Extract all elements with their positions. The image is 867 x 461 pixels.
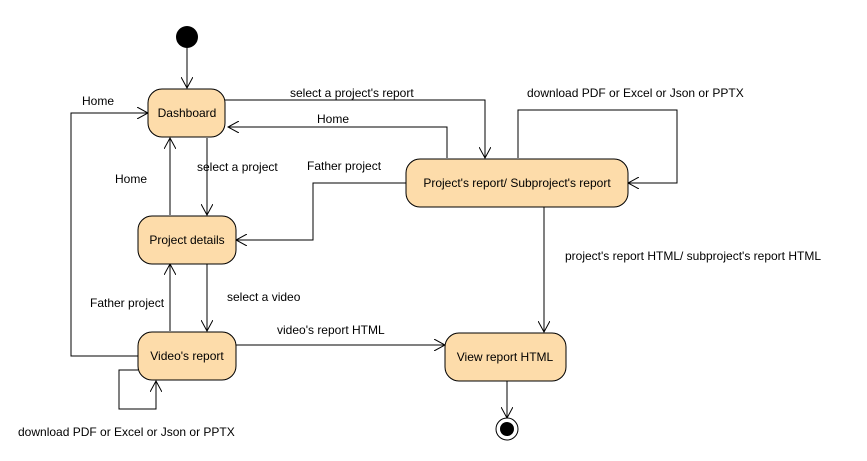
edge-download-report [517, 109, 678, 183]
state-videos-report: Video's report [137, 331, 237, 381]
final-node-dot [500, 422, 514, 436]
label-video-report-html: video's report HTML [277, 323, 385, 337]
state-view-html-label: View report HTML [457, 350, 554, 364]
label-download-video: download PDF or Excel or Json or PPTX [18, 425, 235, 439]
state-project-report-label: Project's report/ Subproject's report [423, 176, 611, 190]
state-project-details: Project details [137, 215, 237, 265]
edge-home-from-report [228, 127, 448, 158]
label-home-from-details: Home [115, 172, 147, 186]
label-select-project-report: select a project's report [290, 86, 414, 100]
label-father-project-from-video: Father project [90, 296, 165, 310]
state-project-report: Project's report/ Subproject's report [405, 158, 629, 208]
label-father-project-from-report: Father project [307, 159, 382, 173]
state-dashboard-label: Dashboard [158, 106, 217, 120]
edge-home-left [70, 113, 148, 357]
edge-select-project-report [225, 99, 485, 158]
state-dashboard: Dashboard [147, 88, 226, 138]
state-videos-report-label: Video's report [150, 349, 224, 363]
label-home-left: Home [82, 94, 114, 108]
label-home-from-report: Home [317, 112, 349, 126]
label-project-report-html: project's report HTML/ subproject's repo… [565, 249, 821, 263]
state-project-details-label: Project details [149, 233, 224, 247]
label-select-video: select a video [227, 290, 301, 304]
state-view-html: View report HTML [444, 332, 567, 382]
label-select-project: select a project [197, 160, 278, 174]
edge-father-project-from-report [236, 182, 406, 240]
initial-node [176, 26, 198, 48]
label-download-report: download PDF or Excel or Json or PPTX [527, 86, 744, 100]
edge-download-video [118, 369, 156, 410]
